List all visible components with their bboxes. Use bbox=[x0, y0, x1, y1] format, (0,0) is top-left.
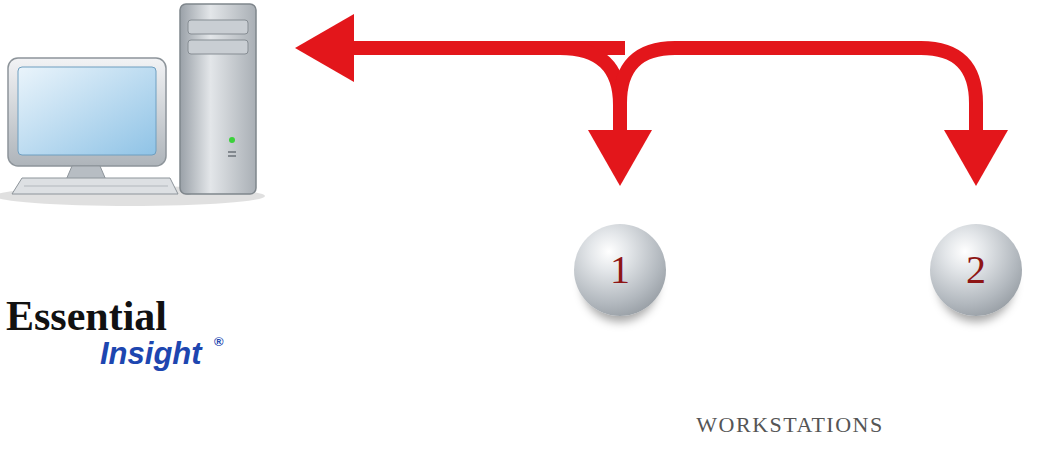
logo-word: Insight bbox=[100, 336, 202, 372]
workstation-number: 1 bbox=[610, 250, 630, 290]
logo-word: Essential bbox=[6, 292, 167, 340]
computer-icon bbox=[0, 4, 265, 206]
group-caption: WORKSTATIONS bbox=[696, 412, 883, 438]
trademark-mark: ® bbox=[214, 334, 224, 349]
workstation-sphere: 1 bbox=[574, 224, 666, 316]
workstation-number: 2 bbox=[966, 250, 986, 290]
connector-arrow bbox=[588, 48, 1008, 186]
workstation-sphere: 2 bbox=[930, 224, 1022, 316]
arrow-trunk bbox=[295, 14, 625, 105]
